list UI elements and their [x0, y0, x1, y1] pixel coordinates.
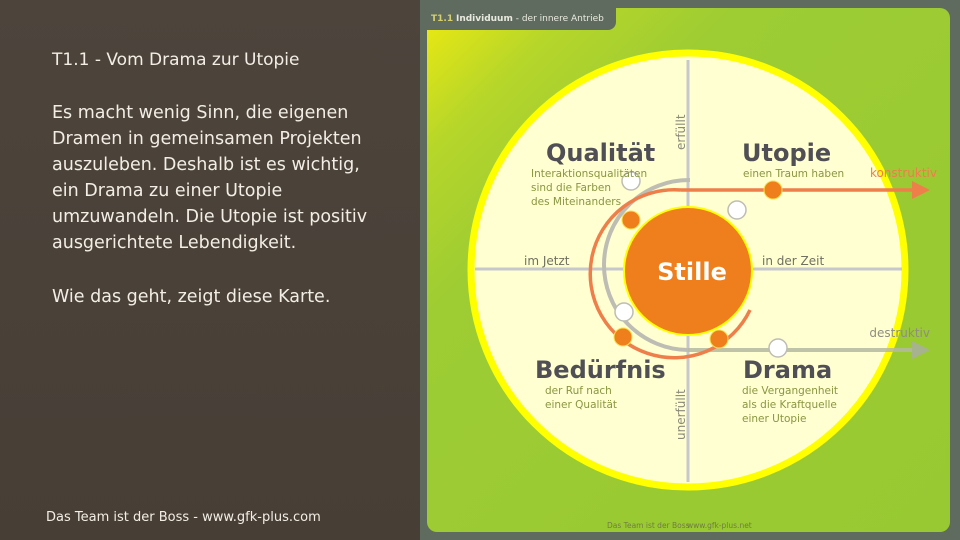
quadrant-text: des Miteinanders [531, 196, 621, 208]
axis-left-label: im Jetzt [524, 254, 570, 268]
quadrant-title-utopie: Utopie [742, 139, 831, 167]
constructive-arrowhead [912, 181, 930, 199]
axis-top-label: erfüllt [674, 114, 688, 150]
card-footer-right: www.gfk-plus.net [687, 521, 752, 530]
orange-dot [621, 210, 641, 230]
tab-subtitle: - der innere Antrieb [515, 14, 604, 24]
card-footer-left: Das Team ist der Boss [607, 521, 690, 530]
destructive-arrowhead [912, 341, 930, 359]
white-dot [768, 338, 788, 358]
center-label: Stille [657, 258, 727, 286]
hint-paragraph: Wie das geht, zeigt diese Karte. [52, 287, 331, 307]
slide-title: T1.1 - Vom Drama zur Utopie [52, 50, 300, 70]
stille-circle [623, 206, 753, 336]
card-tab: T1.1 Individuum - der innere Antrieb [427, 8, 616, 30]
quadrant-text: sind die Farben [531, 182, 611, 194]
tab-number: T1.1 [431, 14, 454, 24]
constructive-path [588, 187, 752, 360]
quadrant-text: einen Traum haben [743, 168, 844, 180]
left-footer: Das Team ist der Boss - www.gfk-plus.com [46, 510, 321, 525]
quadrant-text: einer Utopie [742, 413, 806, 425]
axis-bottom-label: unerfüllt [674, 389, 688, 440]
left-panel: T1.1 - Vom Drama zur Utopie Es macht wen… [0, 0, 420, 540]
orange-dot [763, 180, 783, 200]
tab-title: Individuum [455, 14, 513, 24]
orange-dot [613, 327, 633, 347]
quadrant-title-drama: Drama [743, 356, 832, 384]
destructive-label: destruktiv [869, 326, 930, 340]
quadrant-text: die Vergangenheit [742, 385, 838, 397]
quadrant-text: der Ruf nach [545, 385, 612, 397]
constructive-label: konstruktiv [870, 166, 937, 180]
axis-right-label: in der Zeit [762, 254, 824, 268]
intro-paragraph: Es macht wenig Sinn, die eigenen Dramen … [52, 103, 368, 253]
quadrant-text: als die Kraftquelle [742, 399, 837, 411]
quadrant-title-beduerfnis: Bedürfnis [535, 356, 666, 384]
quadrant-text: Interaktionsqualitäten [531, 168, 647, 180]
quadrant-title-qualitaet: Qualität [546, 139, 655, 167]
white-dot [727, 200, 747, 220]
destructive-path [602, 177, 691, 352]
quadrant-text: einer Qualität [545, 399, 617, 411]
white-dot [621, 171, 641, 191]
white-dot [614, 302, 634, 322]
orange-dot [709, 329, 729, 349]
